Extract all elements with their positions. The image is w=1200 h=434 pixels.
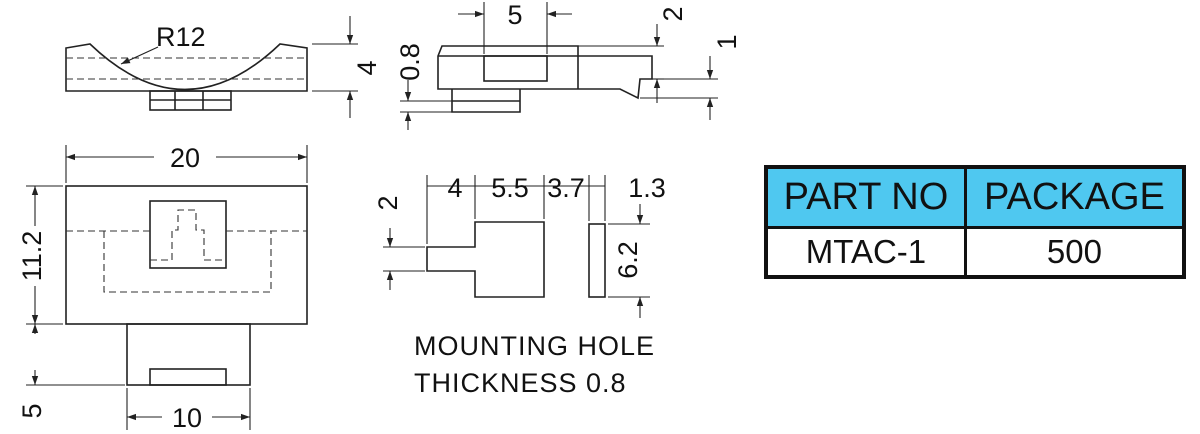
hole-seg-3-label: 3.7	[547, 173, 585, 203]
table-row: MTAC-1 500	[764, 226, 1186, 279]
front-height-2-label: 2	[658, 6, 688, 21]
header-part-no: PART NO	[764, 165, 967, 229]
cell-part-no: MTAC-1	[764, 226, 967, 279]
radius-leader	[120, 46, 159, 65]
mounting-hole-side	[588, 223, 606, 298]
header-package: PACKAGE	[963, 165, 1186, 229]
part-table: PART NO PACKAGE MTAC-1 500	[764, 165, 1186, 279]
mounting-hole-note-line2: THICKNESS 0.8	[414, 368, 627, 398]
hole-seg-1-label: 4	[447, 173, 462, 203]
front-height-1-label: 1	[712, 34, 742, 49]
side-view: R12 4	[65, 16, 382, 118]
hole-seg-2-label: 5.5	[491, 173, 529, 203]
table-header-row: PART NO PACKAGE	[764, 165, 1186, 229]
tab-width-label: 10	[172, 403, 202, 433]
top-view-tab	[126, 323, 251, 386]
front-slot	[483, 55, 548, 82]
top-view-hidden-frame	[103, 231, 272, 293]
cell-package: 500	[963, 226, 1186, 279]
tab-length-label: 5	[17, 403, 47, 418]
side-height-label: 4	[352, 60, 382, 75]
hole-width-label: 6.2	[613, 241, 643, 279]
hole-seg-4-label: 1.3	[628, 173, 666, 203]
hole-height-label: 2	[373, 195, 403, 210]
front-view-outline	[437, 45, 653, 100]
front-thickness-label: 0.8	[395, 43, 425, 81]
top-view-latch-hidden	[150, 209, 226, 261]
top-length-label: 20	[170, 143, 200, 173]
front-view: 5 2 1 0.8	[395, 0, 742, 130]
top-width-label: 11.2	[17, 231, 47, 282]
top-view-tab-slot	[149, 368, 227, 386]
side-view-outline	[65, 43, 308, 92]
mounting-hole-note-line1: MOUNTING HOLE	[414, 331, 655, 361]
top-view-window	[149, 200, 227, 269]
mounting-hole-view: 4 5.5 3.7 1.3 2 6.2 MOUNTING HOLE THICKN…	[373, 173, 666, 398]
top-view: 20 11.2 5 10	[17, 143, 308, 433]
mounting-hole-outline	[426, 221, 545, 298]
radius-label: R12	[156, 22, 206, 52]
front-width-5-label: 5	[507, 0, 522, 30]
